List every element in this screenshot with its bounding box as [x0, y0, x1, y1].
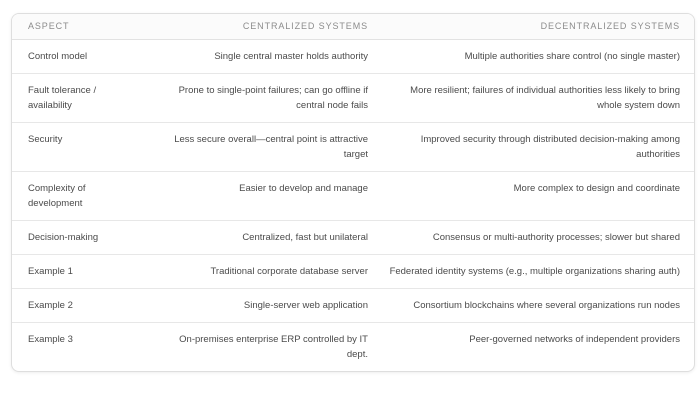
table-row: Example 3 On-premises enterprise ERP con… [12, 323, 694, 372]
cell-centralized: On-premises enterprise ERP controlled by… [179, 334, 368, 360]
cell-decentralized: Peer-governed networks of independent pr… [469, 334, 680, 345]
cell-centralized: Single central master holds authority [146, 39, 378, 74]
cell-decentralized: More complex to design and coordinate [378, 171, 694, 221]
cell-centralized: Less secure overall—central point is att… [146, 122, 378, 172]
cell-decentralized: More resilient; failures of individual a… [378, 73, 694, 123]
cell-decentralized: Improved security through distributed de… [378, 122, 694, 172]
table-row: Example 1 Traditional corporate database… [12, 254, 694, 289]
cell-centralized: Centralized, fast but unilateral [146, 220, 378, 255]
column-header-decentralized: DECENTRALIZED SYSTEMS [378, 14, 694, 40]
table-body: Control model Single central master hold… [12, 39, 694, 372]
table-row: Complexity of development Easier to deve… [12, 171, 694, 221]
cell-aspect: Example 2 [12, 288, 146, 323]
table-header-row: ASPECT CENTRALIZED SYSTEMS DECENTRALIZED… [12, 14, 694, 40]
cell-aspect: Fault tolerance / availability [12, 73, 146, 123]
cell-aspect: Security [12, 122, 146, 172]
cell-aspect: Decision-making [12, 220, 146, 255]
cell-centralized: Traditional corporate database server [146, 254, 378, 289]
cell-decentralized: Consortium blockchains where several org… [378, 288, 694, 323]
table-row: Example 2 Single-server web application … [12, 288, 694, 323]
cell-decentralized: Consensus or multi-authority processes; … [378, 220, 694, 255]
table-row: Fault tolerance / availability Prone to … [12, 73, 694, 123]
cell-decentralized: Multiple authorities share control (no s… [378, 39, 694, 74]
table-row: Control model Single central master hold… [12, 39, 694, 74]
cell-aspect: Control model [12, 39, 146, 74]
cell-aspect: Example 3 [28, 334, 73, 345]
cell-decentralized: Federated identity systems (e.g., multip… [378, 254, 694, 289]
table-row: Decision-making Centralized, fast but un… [12, 220, 694, 255]
cell-centralized: Single-server web application [146, 288, 378, 323]
column-header-aspect: ASPECT [12, 14, 146, 40]
comparison-table: ASPECT CENTRALIZED SYSTEMS DECENTRALIZED… [12, 14, 694, 372]
comparison-table-card: ASPECT CENTRALIZED SYSTEMS DECENTRALIZED… [11, 13, 695, 372]
column-header-centralized: CENTRALIZED SYSTEMS [146, 14, 378, 40]
cell-centralized: Easier to develop and manage [146, 171, 378, 221]
cell-aspect: Complexity of development [12, 171, 146, 221]
cell-centralized: Prone to single-point failures; can go o… [146, 73, 378, 123]
cell-aspect: Example 1 [12, 254, 146, 289]
table-row: Security Less secure overall—central poi… [12, 122, 694, 172]
